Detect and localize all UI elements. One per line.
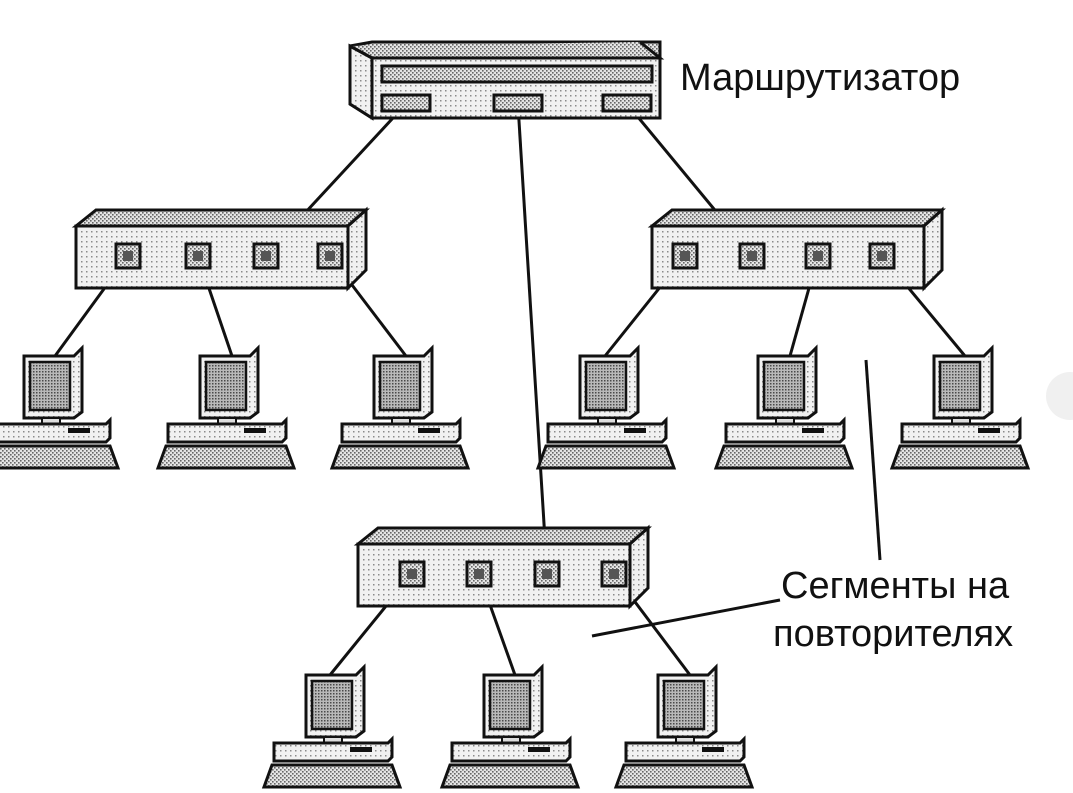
hub-right-port-2: [738, 242, 766, 270]
computer-bottom-1: [262, 665, 402, 789]
hub-bottom-port-3: [533, 560, 561, 588]
segments-label-line2: повторителях: [773, 613, 1013, 655]
router-label: Маршрутизатор: [680, 57, 960, 99]
segments-label-line1: Сегменты на: [781, 565, 1010, 607]
computer-bottom-3: [614, 665, 754, 789]
hub-right: [650, 208, 944, 290]
router-port-1: [380, 93, 432, 113]
hub-left-port-2: [184, 242, 212, 270]
router-slot: [380, 64, 654, 84]
computer-right-2: [714, 346, 854, 470]
hub-right-port-3: [804, 242, 832, 270]
link-router-hub-bottom: [516, 104, 549, 573]
hub-left-port-1: [114, 242, 142, 270]
computer-left-1: [0, 346, 120, 470]
router-port-2: [492, 93, 544, 113]
hub-left: [74, 208, 368, 290]
computer-bottom-2: [440, 665, 580, 789]
segments-pointer-bottom: [591, 598, 781, 638]
hub-left-port-3: [252, 242, 280, 270]
computer-left-2: [156, 346, 296, 470]
hub-bottom-port-1: [398, 560, 426, 588]
hub-bottom-port-4: [600, 560, 628, 588]
hub-right-port-4: [868, 242, 896, 270]
computer-right-3: [890, 346, 1030, 470]
hub-bottom: [356, 526, 650, 608]
hub-right-port-1: [671, 242, 699, 270]
router: [348, 40, 665, 121]
segments-pointer-right: [864, 359, 882, 561]
computer-left-3: [330, 346, 470, 470]
computer-right-1: [536, 346, 676, 470]
hub-bottom-port-2: [465, 560, 493, 588]
hub-left-port-4: [316, 242, 344, 270]
router-port-3: [601, 93, 653, 113]
